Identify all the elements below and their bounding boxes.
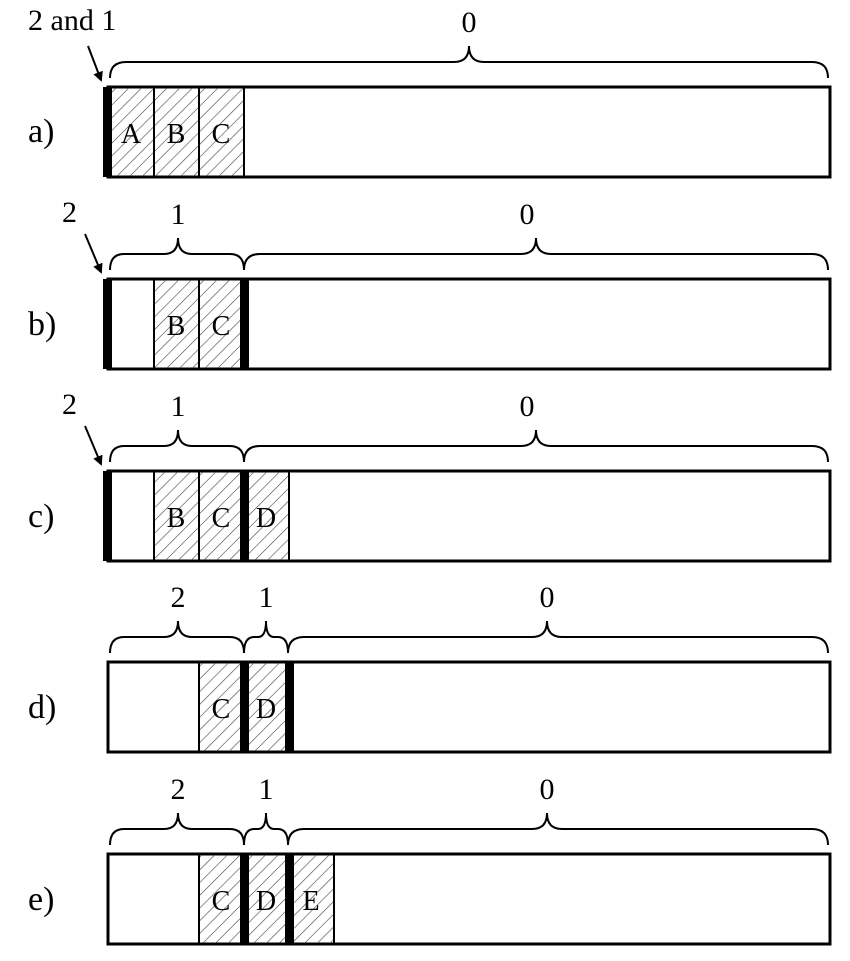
cell-letter: C [212, 119, 231, 150]
brace-label: 1 [171, 198, 186, 231]
pointer-arrow [84, 425, 103, 466]
cell-d [243, 470, 290, 562]
row-c: c) B C D 1 0 2 [28, 388, 832, 563]
pointer-arrow [87, 45, 103, 82]
pointer-label: 2 and 1 [28, 4, 116, 37]
pointer-bar [103, 87, 112, 177]
buffer-bar [106, 852, 832, 946]
brace-label: 0 [462, 6, 477, 39]
brace-label: 0 [540, 773, 555, 806]
cell-b [153, 470, 200, 562]
cell-c [198, 86, 245, 178]
cell-letter: C [212, 311, 231, 342]
cell-letter: D [256, 886, 276, 917]
pointer-bar [240, 279, 249, 369]
cell-b [153, 278, 200, 370]
brace-1 [109, 429, 245, 463]
brace-0 [287, 620, 829, 654]
cell-e [288, 853, 335, 945]
pointer-bar [240, 854, 249, 944]
row-label: d) [28, 689, 56, 726]
row-label: a) [28, 113, 54, 150]
brace-0 [109, 45, 829, 79]
pointer-label: 2 [62, 196, 77, 229]
brace-1 [243, 812, 289, 846]
brace-label: 1 [259, 773, 274, 806]
pointer-bar [240, 662, 249, 752]
cell-d [243, 661, 290, 753]
brace-label: 0 [540, 581, 555, 614]
pointer-bar [285, 854, 294, 944]
row-a: a) A B C 0 2 and 1 [28, 4, 832, 179]
cell-letter: B [167, 503, 186, 534]
pointer-bar [103, 471, 112, 561]
brace-0 [243, 237, 829, 271]
cell-c [198, 661, 245, 753]
pointer-bar [240, 471, 249, 561]
buffer-bar [106, 660, 832, 754]
brace-label: 1 [171, 390, 186, 423]
pointer-bar [103, 279, 112, 369]
cell-letter: C [212, 503, 231, 534]
cell-letter: C [212, 886, 231, 917]
brace-1 [109, 237, 245, 271]
row-d: d) C D 2 1 0 [28, 581, 832, 754]
cell-letter: B [167, 119, 186, 150]
pointer-arrow [84, 233, 103, 274]
cell-letter: E [302, 886, 319, 917]
cell-letter: D [256, 694, 276, 725]
brace-label: 2 [171, 773, 186, 806]
cell-letter: C [212, 694, 231, 725]
row-e: e) C D E 2 1 0 [28, 773, 832, 946]
brace-1 [243, 620, 289, 654]
cell-c [198, 278, 245, 370]
brace-label: 1 [259, 581, 274, 614]
brace-0 [287, 812, 829, 846]
row-b: b) B C 1 0 2 [28, 196, 832, 371]
pointer-label: 2 [62, 388, 77, 421]
brace-0 [243, 429, 829, 463]
cell-letter: D [256, 503, 276, 534]
brace-label: 2 [171, 581, 186, 614]
row-label: e) [28, 881, 54, 918]
row-label: b) [28, 306, 56, 343]
cell-letter: B [167, 311, 186, 342]
cell-letter: A [121, 119, 142, 150]
brace-2 [109, 620, 245, 654]
pointer-bar [285, 662, 294, 752]
brace-2 [109, 812, 245, 846]
row-label: c) [28, 498, 54, 535]
brace-label: 0 [520, 390, 535, 423]
brace-label: 0 [520, 198, 535, 231]
cell-b [153, 86, 200, 178]
